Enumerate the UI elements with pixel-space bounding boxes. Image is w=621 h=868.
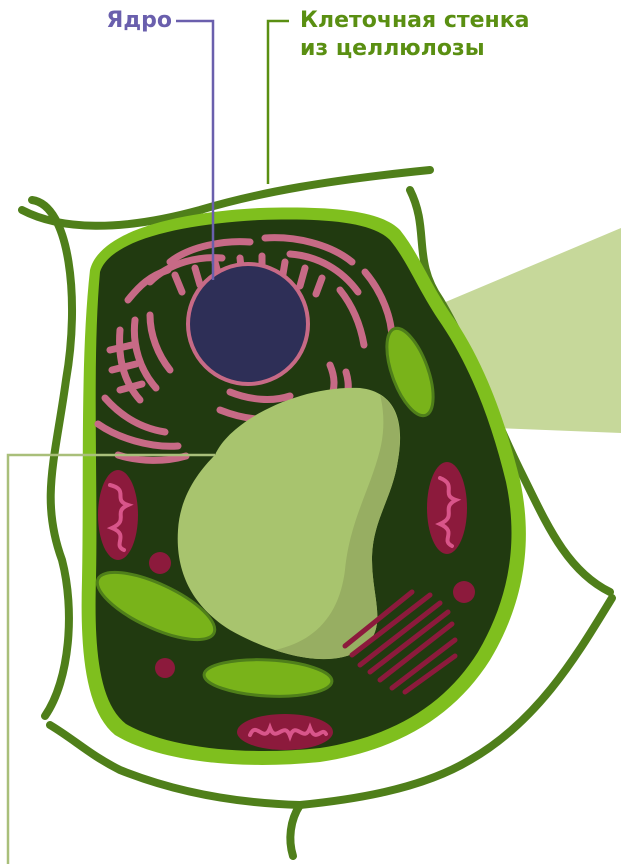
cell-wall-pointer-line xyxy=(268,21,289,184)
ribosome-dot xyxy=(453,581,475,603)
cell-wall-label-line2: из целлюлозы xyxy=(300,35,530,63)
nucleus-label: Ядро xyxy=(92,7,172,35)
nucleus xyxy=(188,264,308,384)
ribosome-dot xyxy=(155,658,175,678)
cell-wall-label-line1: Клеточная стенка xyxy=(300,7,530,35)
ribosome-dot xyxy=(149,552,171,574)
cell-wall-label: Клеточная стенка из целлюлозы xyxy=(300,7,530,63)
